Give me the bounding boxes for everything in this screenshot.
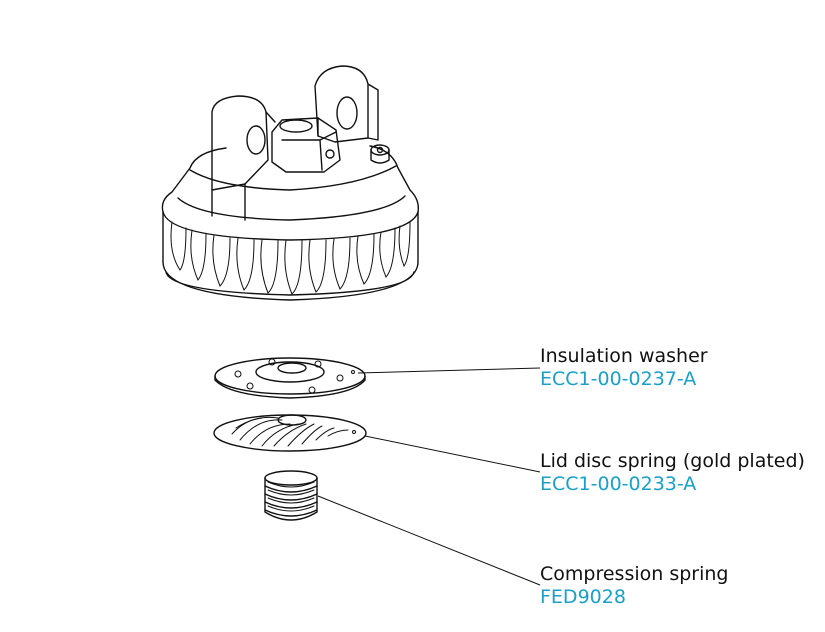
leader-line-lid-disc-spring	[364, 435, 541, 473]
part-name: Compression spring	[540, 563, 728, 585]
leader-line-compression-spring	[317, 495, 541, 586]
callout-compression-spring: Compression spring FED9028	[540, 563, 728, 608]
part-number: ECC1-00-0233-A	[540, 473, 696, 495]
part-name: Insulation washer	[540, 345, 708, 367]
callout-lid-disc-spring: Lid disc spring (gold plated) ECC1-00-02…	[540, 450, 805, 495]
lid-cap-drawing	[161, 65, 420, 301]
leader-line-insulation-washer	[357, 367, 541, 374]
lid-disc-spring-drawing	[213, 414, 367, 452]
callout-insulation-washer: Insulation washer ECC1-00-0237-A	[540, 345, 708, 390]
compression-spring-drawing	[264, 470, 318, 521]
part-number: FED9028	[540, 586, 626, 608]
part-name: Lid disc spring (gold plated)	[540, 450, 805, 472]
part-number: ECC1-00-0237-A	[540, 368, 696, 390]
insulation-washer-drawing	[214, 357, 366, 399]
